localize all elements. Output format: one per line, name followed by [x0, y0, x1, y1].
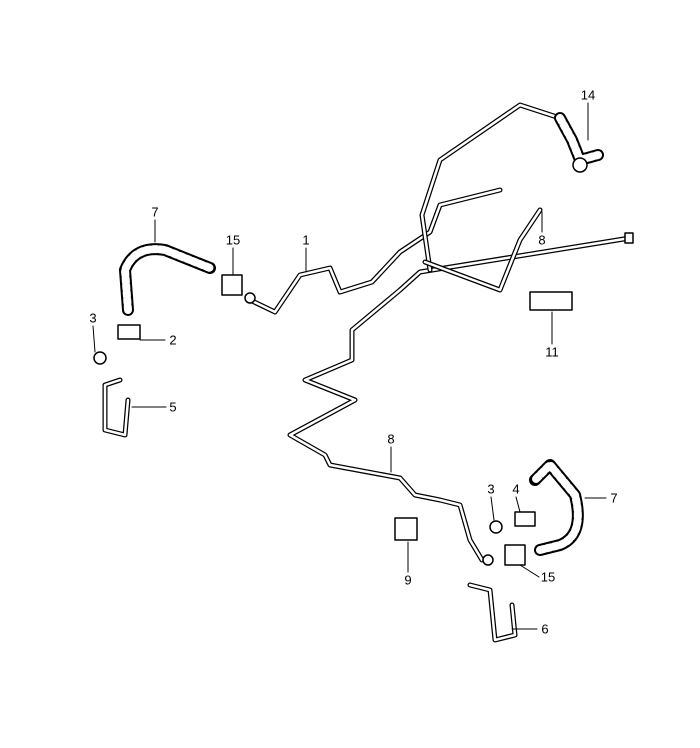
bracket-2 [117, 324, 141, 340]
union-nut-right [482, 554, 494, 566]
callout-11: 11 [545, 344, 559, 360]
callout-3-left: 3 [89, 310, 97, 326]
brake-hose-7-right [529, 459, 584, 556]
callout-15-right: 15 [540, 569, 556, 585]
callout-9: 9 [404, 572, 412, 588]
callout-2: 2 [169, 332, 177, 348]
union-nut-left [244, 292, 256, 304]
callout-5: 5 [169, 399, 177, 415]
bolt-3-left [93, 351, 107, 365]
leader-lines [92, 102, 607, 630]
brake-pipe-1 [247, 187, 503, 315]
callout-6: 6 [541, 621, 549, 637]
brake-pipe-to-14 [419, 102, 563, 273]
bolt-3-right [489, 520, 503, 534]
distributor-9 [394, 517, 418, 541]
pipe-end-fitting [624, 232, 634, 244]
callout-4: 4 [512, 481, 520, 497]
brake-pipe-8-long [287, 235, 633, 563]
clip-15-right [504, 544, 526, 566]
callout-1: 1 [302, 232, 310, 248]
brake-pipe-6 [467, 582, 518, 643]
callout-7-left: 7 [151, 204, 159, 220]
brake-pipe-5 [102, 377, 131, 438]
brake-pipe-8-short [422, 207, 543, 293]
brake-hose-14 [554, 112, 604, 166]
callout-8-middle: 8 [387, 431, 395, 447]
callout-14: 14 [580, 87, 596, 103]
callout-8-top: 8 [538, 232, 546, 248]
callout-7-right: 7 [610, 490, 618, 506]
connector-14 [572, 157, 588, 173]
distributor-11 [529, 291, 573, 311]
callout-3-right: 3 [487, 481, 495, 497]
callout-15-left: 15 [225, 232, 241, 248]
brake-hose-7-left [119, 243, 216, 316]
clip-15-left [221, 274, 243, 296]
bracket-4 [514, 511, 536, 527]
